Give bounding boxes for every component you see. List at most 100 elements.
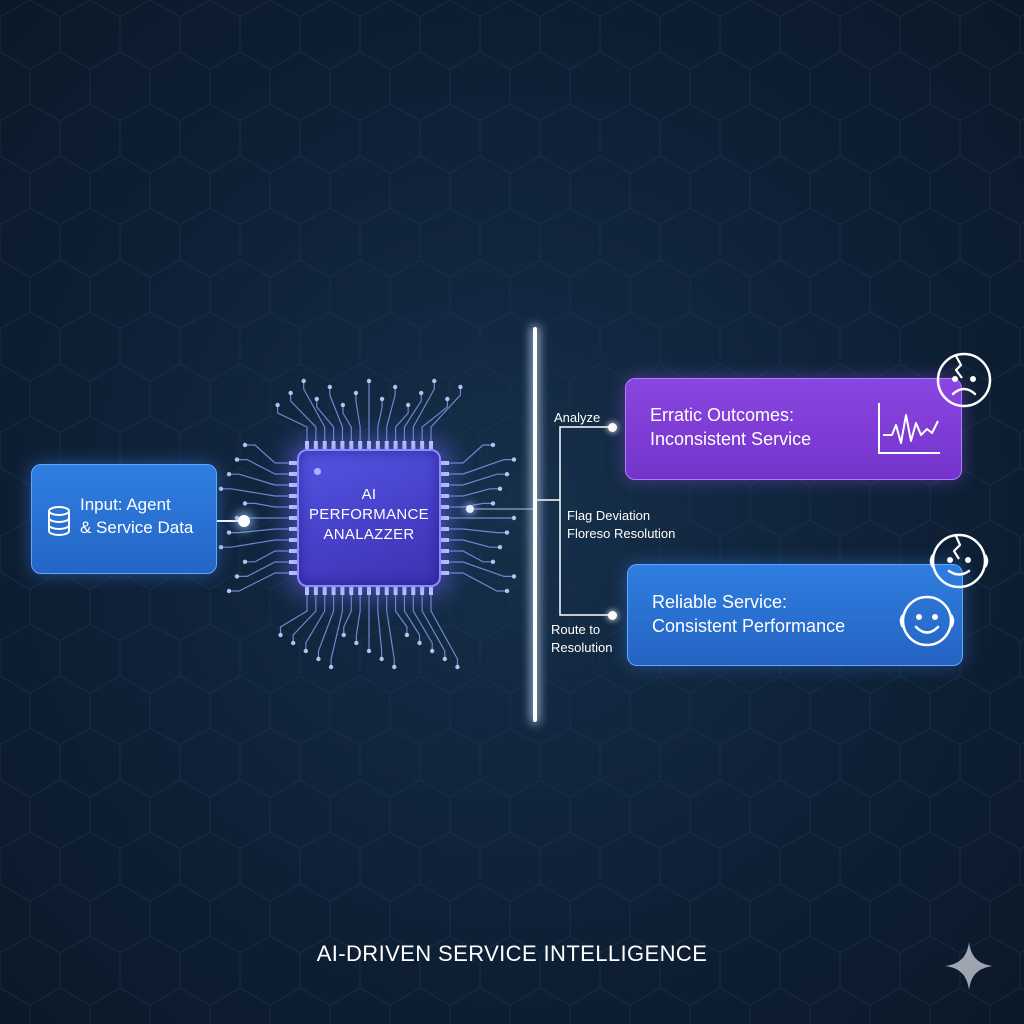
trace-endpoint bbox=[490, 442, 496, 448]
chip-pin bbox=[429, 587, 433, 595]
trace-endpoint bbox=[497, 486, 503, 491]
reliable-service-box: Reliable Service: Consistent Performance bbox=[627, 564, 963, 666]
chip-pin bbox=[340, 587, 345, 595]
reliable-service-label: Reliable Service: Consistent Performance bbox=[652, 592, 846, 636]
erratic-outcomes-label: Erratic Outcomes: Inconsistent Service bbox=[650, 405, 812, 449]
trace-endpoint bbox=[327, 384, 333, 390]
trace-endpoint bbox=[392, 384, 398, 390]
circuit-trace bbox=[303, 381, 326, 441]
sad-face-icon bbox=[936, 352, 992, 408]
chip-pin bbox=[313, 441, 318, 449]
analyze-connector-dot bbox=[608, 423, 617, 432]
chip-pin bbox=[375, 587, 380, 595]
circuit-trace bbox=[394, 405, 409, 441]
chip-pin bbox=[349, 587, 354, 595]
chip-pin bbox=[289, 538, 297, 542]
chip-pin bbox=[367, 587, 371, 595]
flag-deviation-label: Flag Deviation Floreso Resolution bbox=[567, 508, 676, 541]
chip-pin bbox=[349, 441, 354, 449]
chip-pin bbox=[384, 441, 389, 449]
trace-endpoint bbox=[445, 396, 450, 402]
chip-pin bbox=[289, 505, 297, 509]
trace-endpoint bbox=[432, 378, 437, 384]
chip-pin bbox=[441, 505, 449, 509]
input-data-box: Input: Agent & Service Data bbox=[31, 464, 217, 574]
trace-endpoint bbox=[242, 442, 248, 448]
trace-endpoint bbox=[303, 648, 309, 654]
circuit-trace bbox=[403, 393, 422, 441]
chip-label: AI PERFORMANCE ANALAZZER bbox=[309, 486, 429, 543]
erratic-outcomes-box: Erratic Outcomes: Inconsistent Service bbox=[625, 378, 962, 480]
circuit-trace bbox=[221, 539, 289, 548]
chip-pin bbox=[322, 441, 327, 449]
circuit-trace bbox=[245, 444, 289, 464]
chip-pin bbox=[441, 461, 449, 465]
chip-output-port bbox=[466, 505, 474, 513]
chip-pin bbox=[305, 587, 309, 595]
circuit-trace bbox=[245, 502, 289, 508]
trace-endpoint bbox=[340, 402, 346, 408]
circuit-trace bbox=[449, 572, 507, 592]
circuit-trace bbox=[329, 387, 344, 441]
trace-endpoint bbox=[316, 656, 321, 662]
chip-pin bbox=[289, 560, 297, 564]
chip-pin bbox=[289, 483, 297, 487]
trace-endpoint bbox=[490, 559, 496, 564]
chip-pin bbox=[289, 571, 297, 575]
circuit-trace bbox=[317, 595, 335, 659]
chip-pin bbox=[441, 472, 449, 476]
circuit-trace bbox=[355, 393, 361, 441]
circuit-trace bbox=[245, 550, 289, 563]
circuit-trace bbox=[229, 528, 289, 534]
trace-endpoint bbox=[354, 640, 359, 646]
circuit-trace bbox=[412, 595, 433, 651]
circuit-trace bbox=[449, 528, 507, 534]
chip-pin bbox=[441, 516, 449, 520]
trace-endpoint bbox=[405, 402, 411, 408]
trace-endpoint bbox=[419, 390, 424, 396]
chip-pin bbox=[322, 587, 327, 595]
trace-endpoint bbox=[226, 588, 232, 594]
chip-pin bbox=[289, 527, 297, 531]
route-connector-dot bbox=[608, 611, 617, 620]
trace-endpoint bbox=[301, 378, 306, 384]
trace-endpoint bbox=[353, 390, 359, 396]
trace-endpoint bbox=[218, 545, 224, 550]
trace-endpoint bbox=[392, 664, 397, 670]
sparkle-icon bbox=[945, 942, 993, 990]
branch-connector bbox=[533, 426, 612, 616]
chip-pin bbox=[441, 549, 449, 553]
trace-endpoint bbox=[455, 664, 460, 670]
chip-pin bbox=[331, 441, 336, 449]
chip-pin bbox=[402, 441, 407, 449]
chip-pin bbox=[375, 441, 380, 449]
chip-indicator-dot bbox=[314, 468, 321, 475]
circuit-trace bbox=[403, 595, 421, 643]
trace-endpoint bbox=[504, 530, 510, 535]
trace-endpoint bbox=[417, 640, 422, 646]
chip-pin bbox=[393, 441, 398, 449]
trace-endpoint bbox=[341, 632, 346, 638]
trace-endpoint bbox=[379, 396, 385, 402]
chip-pin bbox=[289, 494, 297, 498]
vertical-divider-line bbox=[533, 327, 537, 722]
trace-endpoint bbox=[242, 501, 248, 506]
chip-pin bbox=[402, 587, 407, 595]
chip-pin bbox=[411, 441, 416, 449]
circuit-trace bbox=[449, 488, 500, 497]
trace-endpoint bbox=[328, 664, 334, 670]
input-label: Input: Agent & Service Data bbox=[80, 495, 194, 537]
circuit-trace bbox=[237, 459, 289, 475]
circuit-trace bbox=[277, 405, 308, 441]
chip-pin bbox=[289, 516, 297, 520]
circuit-trace bbox=[449, 459, 514, 475]
trace-endpoint bbox=[242, 559, 248, 564]
trace-endpoint bbox=[278, 632, 283, 638]
chip-pin bbox=[441, 571, 449, 575]
trace-endpoint bbox=[288, 390, 293, 396]
circuit-trace bbox=[394, 595, 408, 635]
database-icon bbox=[48, 506, 70, 536]
circuit-trace bbox=[386, 595, 395, 667]
trace-endpoint bbox=[404, 632, 410, 638]
